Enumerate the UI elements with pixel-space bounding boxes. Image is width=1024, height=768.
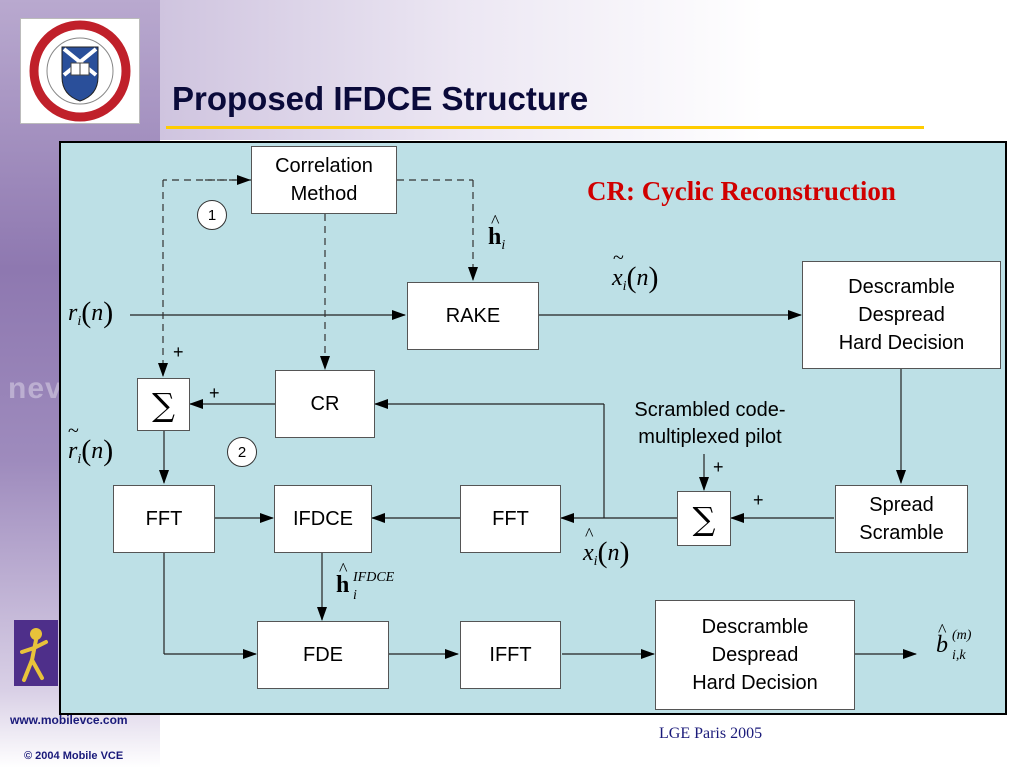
plus-sign-left-right: + bbox=[209, 383, 220, 403]
fde-block: FDE bbox=[257, 621, 389, 689]
hat-accent-ifdce: ^ bbox=[339, 559, 348, 579]
descramble-top-label: Descramble Despread Hard Decision bbox=[838, 276, 965, 354]
ifft-label: IFFT bbox=[489, 644, 532, 666]
sum-right-symbol: ∑ bbox=[692, 499, 716, 538]
slide-title: Proposed IFDCE Structure bbox=[172, 80, 589, 117]
x-hat-arg: n bbox=[607, 540, 620, 566]
fft-mid-label: FFT bbox=[492, 508, 529, 530]
h-ifdce-base: h bbox=[336, 572, 350, 598]
x-tilde-base: x bbox=[612, 265, 623, 291]
r-tilde-base: r bbox=[68, 438, 78, 464]
header-background bbox=[160, 0, 1024, 140]
step-marker-2: 2 bbox=[227, 437, 257, 467]
r-tilde-sub: i bbox=[77, 452, 82, 467]
hat-accent-b: ^ bbox=[938, 620, 947, 640]
footer-url: www.mobilevce.com bbox=[10, 713, 128, 727]
fft-left-block: FFT bbox=[113, 485, 215, 553]
cr-block: CR bbox=[275, 370, 375, 438]
plus-sign-right-top: + bbox=[713, 457, 724, 477]
r-in-arg: n bbox=[91, 300, 104, 326]
x-tilde-arg: n bbox=[636, 265, 649, 291]
pilot-label: Scrambled code- multiplexed pilot bbox=[634, 399, 786, 448]
b-hat-signal: b (m) i,k ^ bbox=[936, 620, 971, 663]
correlation-method-block: Correlation Method bbox=[251, 146, 397, 214]
h-hat-base: h bbox=[488, 224, 502, 250]
title-underline bbox=[166, 126, 924, 129]
rake-label: RAKE bbox=[445, 305, 501, 327]
sum-left-symbol: ∑ bbox=[152, 385, 175, 424]
h-hat-signal: hi ^ bbox=[488, 211, 506, 254]
sum-left-block: ∑ bbox=[137, 378, 190, 431]
b-hat-base: b bbox=[936, 632, 948, 658]
h-ifdce-sup: IFDCE bbox=[353, 570, 395, 585]
x-tilde-signal: xi(n) ~ bbox=[612, 247, 659, 294]
hat-accent-x: ^ bbox=[585, 524, 594, 544]
ifft-block: IFFT bbox=[460, 621, 561, 689]
cr-definition-note: CR: Cyclic Reconstruction bbox=[587, 176, 896, 206]
correlation-method-label: Correlation Method bbox=[275, 155, 373, 205]
fft-left-label: FFT bbox=[145, 508, 183, 530]
tilde-accent-r: ~ bbox=[68, 420, 79, 442]
r-tilde-signal: ri(n) ~ bbox=[68, 420, 114, 467]
ifdce-label: IFDCE bbox=[293, 508, 353, 530]
spread-scramble-label: Spread Scramble bbox=[859, 494, 944, 544]
plus-sign-right-right: + bbox=[753, 490, 764, 510]
x-hat-base: x bbox=[583, 540, 594, 566]
footer-event: LGE Paris 2005 bbox=[659, 725, 763, 742]
r-in-base: r bbox=[68, 300, 78, 326]
descramble-bottom-block: Descramble Despread Hard Decision bbox=[655, 600, 855, 710]
descramble-bottom-label: Descramble Despread Hard Decision bbox=[692, 616, 818, 694]
h-hat-sub: i bbox=[501, 238, 506, 253]
h-ifdce-sub: i bbox=[353, 588, 357, 603]
r-in-signal: ri(n) bbox=[68, 296, 114, 329]
fft-mid-block: FFT bbox=[460, 485, 561, 553]
cr-label: CR bbox=[310, 393, 340, 415]
b-hat-sub: i,k bbox=[952, 648, 966, 663]
r-in-sub: i bbox=[77, 314, 82, 329]
sum-right-block: ∑ bbox=[677, 491, 731, 546]
footer-copyright: © 2004 Mobile VCE bbox=[24, 750, 124, 762]
step-marker-1: 1 bbox=[197, 200, 227, 230]
spread-scramble-block: Spread Scramble bbox=[835, 485, 968, 553]
ifdce-block: IFDCE bbox=[274, 485, 372, 553]
x-hat-signal: xi(n) ^ bbox=[583, 524, 630, 569]
tilde-accent: ~ bbox=[613, 247, 624, 269]
plus-sign-left-top: + bbox=[173, 342, 184, 362]
x-tilde-sub: i bbox=[622, 279, 627, 294]
x-hat-sub: i bbox=[593, 554, 598, 569]
r-tilde-arg: n bbox=[91, 438, 104, 464]
b-hat-sup: (m) bbox=[952, 628, 972, 643]
fde-label: FDE bbox=[303, 644, 343, 666]
rake-block: RAKE bbox=[407, 282, 539, 350]
descramble-top-block: Descramble Despread Hard Decision bbox=[802, 261, 1001, 369]
university-crest-logo bbox=[20, 18, 140, 124]
hat-accent: ^ bbox=[491, 211, 500, 231]
background-watermark: nev bbox=[8, 372, 63, 405]
mobile-vce-logo bbox=[14, 620, 58, 686]
